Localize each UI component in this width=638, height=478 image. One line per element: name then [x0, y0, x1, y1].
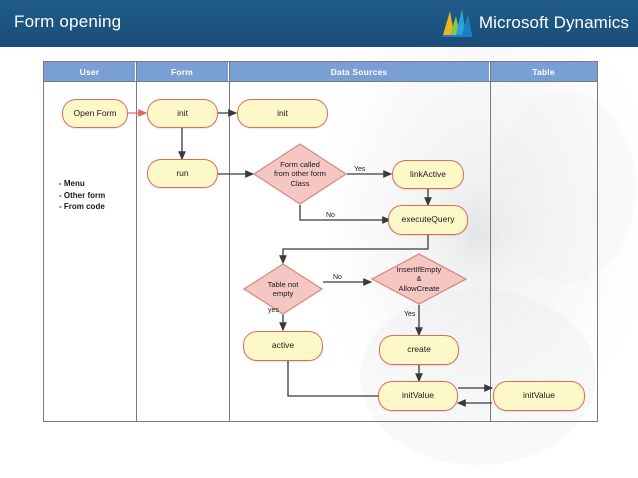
- node-execute-query[interactable]: executeQuery: [388, 205, 468, 235]
- node-open-form[interactable]: Open Form: [62, 99, 128, 128]
- node-link-active[interactable]: linkActive: [392, 160, 464, 189]
- node-active[interactable]: active: [243, 331, 323, 361]
- edge-label-yes-active: yes: [268, 307, 279, 314]
- lane-header-underline: [44, 81, 597, 82]
- edge-label-yes-link-active: Yes: [354, 166, 366, 173]
- lane-header-row: User Form Data Sources Table: [44, 62, 597, 81]
- diamond-shape-icon: [243, 263, 323, 315]
- edge-label-yes-create: Yes: [404, 311, 416, 318]
- edge-label-no-execute-query: No: [326, 212, 335, 219]
- edge-label-no-insert-check: No: [333, 274, 342, 281]
- node-table-not-empty-label: Table not empty: [267, 279, 299, 298]
- lane-divider-datasources-table: [490, 62, 491, 421]
- lane-header-table: Table: [490, 62, 597, 81]
- slide-body: User Form Data Sources Table: [0, 47, 638, 478]
- dynamics-logo-icon: [442, 9, 472, 37]
- brand-name: Microsoft Dynamics: [478, 13, 629, 32]
- page-title: Form opening: [14, 12, 122, 31]
- node-create[interactable]: create: [379, 335, 459, 365]
- node-form-called-label: Form called from other form Class: [274, 160, 326, 188]
- node-table-init-value[interactable]: initValue: [493, 381, 585, 411]
- slide-header-bar: Form opening Microsoft Dynamics: [0, 0, 638, 47]
- node-ds-init-value[interactable]: initValue: [378, 381, 458, 411]
- node-table-not-empty-decision[interactable]: Table not empty: [243, 263, 323, 315]
- lane-divider-form-datasources: [229, 62, 230, 421]
- lane-divider-user-form: [136, 62, 137, 421]
- lane-header-user: User: [44, 62, 136, 81]
- brand-lockup: Microsoft Dynamics: [441, 6, 629, 40]
- node-ds-init[interactable]: init: [237, 99, 328, 128]
- node-insert-if-empty-decision[interactable]: InsertIfEmpty & AllowCreate: [371, 253, 467, 305]
- node-form-init[interactable]: init: [147, 99, 218, 128]
- node-insert-if-empty-label: InsertIfEmpty & AllowCreate: [396, 265, 442, 293]
- lane-header-data-sources: Data Sources: [229, 62, 490, 81]
- node-form-run[interactable]: run: [147, 159, 218, 188]
- diamond-shape-icon: [253, 143, 347, 205]
- lane-header-form: Form: [136, 62, 229, 81]
- swimlane-frame: User Form Data Sources Table: [43, 61, 598, 422]
- user-trigger-list: - Menu - Other form - From code: [59, 179, 106, 212]
- node-form-called-decision[interactable]: Form called from other form Class: [253, 143, 347, 205]
- diamond-shape-icon: [371, 253, 467, 305]
